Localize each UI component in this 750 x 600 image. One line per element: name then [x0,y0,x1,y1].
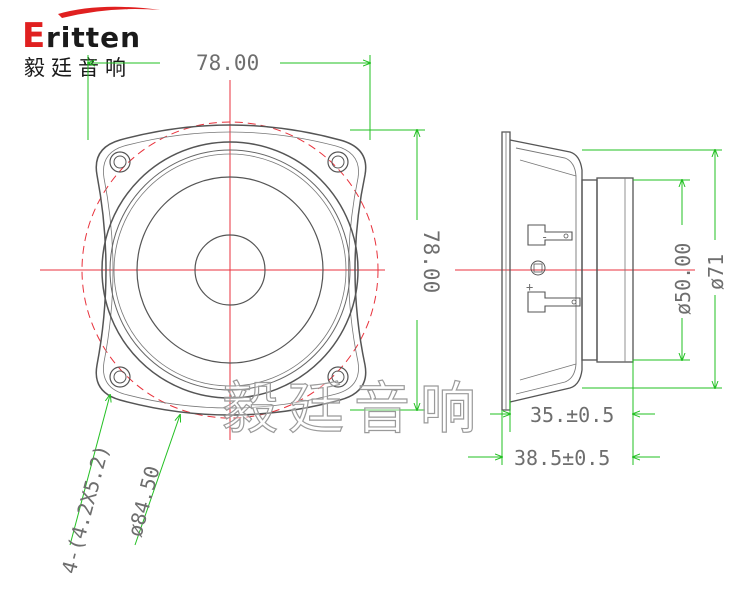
terminal-top [527,224,573,246]
terminal-center [530,260,546,276]
width-dimension: 78.00 [88,51,370,140]
height-dimension-label: 78.00 [419,230,443,293]
logo-letter-e: E [22,16,45,56]
side-basket [509,139,583,403]
cone-mid-ring [136,176,324,364]
cone-edge [113,153,347,387]
mount-hole-top-left [109,151,131,173]
pitch-circle-callout: ø84.50 [123,463,165,539]
mount-hole-top-right [327,151,349,173]
logo-chinese-name: 毅廷音响 [24,56,132,80]
speaker-frame [95,124,367,416]
logo-wordmark: ritten [46,21,141,54]
depth-dimension-label: 35.±0.5 [530,403,614,427]
mount-hole-callout: 4-(4.2X5.2) [57,442,114,576]
side-magnet-back-plate [596,177,634,363]
width-dimension-label: 78.00 [196,51,259,75]
side-view: - + ø50.00 ø71 35.±0.5 [455,131,728,470]
dust-cap [194,234,266,306]
mounting-pitch-circle [81,121,379,419]
callout-leaders [69,395,180,546]
height-dimension: 78.00 [350,130,443,410]
logo-swoosh [58,6,160,19]
terminal-minus-label: - [541,230,548,244]
watermark-text: 毅廷音响 [222,377,486,442]
front-view: 78.00 78.00 4-(4.2X5.2) ø84.50 [40,51,443,576]
total-depth-dimension: 38.5±0.5 [468,410,660,470]
outer-diameter-dimension: ø71 [582,150,728,388]
surround-outer-ring [101,141,359,399]
surround-inner-ring [109,149,351,391]
depth-dimension: 35.±0.5 [490,360,655,465]
mounting-holes [109,151,349,388]
mount-hole-bottom-left [109,366,131,388]
outer-diameter-label: ø71 [704,254,728,290]
magnet-diameter-dimension: ø50.00 [633,180,695,360]
terminal-plus-label: + [526,280,533,294]
terminal-bottom [527,291,581,313]
brand-logo: E ritten 毅廷音响 [22,6,160,80]
side-terminals: - + [526,224,581,313]
mount-hole-bottom-right [327,366,349,388]
magnet-diameter-label: ø50.00 [671,243,695,315]
total-depth-dimension-label: 38.5±0.5 [514,446,610,470]
speaker-frame-inner [103,131,359,409]
